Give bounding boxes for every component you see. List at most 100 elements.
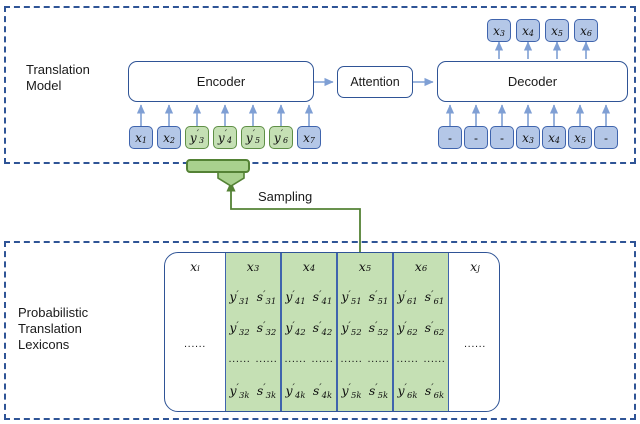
lexicon-score-cell: s′32	[256, 319, 277, 339]
token-base: y	[189, 130, 197, 145]
decoder-label: Decoder	[507, 74, 558, 89]
lexicon-target-cell: y′6k	[397, 382, 418, 401]
token-text: -	[448, 130, 452, 145]
lexicon-target-cell: y′3k	[229, 382, 250, 401]
lexicon-ellipsis-cell: ......	[184, 337, 206, 350]
lexicon-target-cell: y′52	[341, 319, 362, 339]
lexicon-target-cell: y′42	[285, 319, 306, 339]
encoder-input-token-4[interactable]: y′4	[213, 126, 237, 149]
decoder-input-token-2[interactable]: -	[464, 126, 488, 149]
header-subscript: 3	[253, 264, 260, 274]
header-subscript: i	[197, 264, 200, 274]
token-subscript: 7	[309, 136, 315, 145]
encoder-input-arrows	[136, 104, 314, 126]
lexicon-target-cell: y′32	[229, 319, 250, 339]
header-subscript: j	[477, 264, 480, 274]
token-base: x	[493, 23, 500, 38]
token-base: x	[522, 130, 529, 145]
sampling-label: Sampling	[258, 189, 313, 204]
encoder-box[interactable]: Encoder	[128, 61, 314, 102]
encoder-input-token-3[interactable]: y′3	[185, 126, 209, 149]
token-base: x	[548, 130, 555, 145]
decoder-output-arrows	[494, 41, 591, 59]
encoder-input-token-5[interactable]: y′5	[241, 126, 265, 149]
lexicon-score-cell: ......	[255, 353, 278, 366]
header-base: x	[470, 258, 478, 274]
lexicon-score-cell: ......	[367, 353, 390, 366]
header-base: x	[414, 258, 422, 274]
decoder-box[interactable]: Decoder	[437, 61, 628, 102]
attention-box[interactable]: Attention	[337, 66, 413, 98]
lexicon-score-cell: s′41	[312, 288, 333, 308]
token-subscript: 5	[557, 29, 563, 38]
token-base: x	[551, 23, 558, 38]
lexicon-row: ............	[394, 346, 448, 372]
encoder-input-token-6[interactable]: y′6	[269, 126, 293, 149]
header-base: x	[358, 258, 366, 274]
decoder-input-token-1[interactable]: -	[438, 126, 462, 149]
token-prime: ′	[196, 129, 199, 140]
decoder-input-token-3[interactable]: -	[490, 126, 514, 149]
lexicon-score-cell: ......	[311, 353, 334, 366]
lexicon-score-cell: s′4k	[312, 382, 333, 401]
lexicon-target-cell: ......	[284, 353, 307, 366]
token-prime: ′	[280, 129, 283, 140]
lexicon-score-cell: s′52	[368, 319, 389, 339]
lexicon-score-cell: s′6k	[424, 382, 445, 401]
header-subscript: 4	[309, 264, 316, 274]
token-subscript: 2	[169, 136, 175, 145]
token-subscript: 4	[226, 136, 233, 145]
lexicon-ellipsis-cell: ......	[464, 337, 486, 350]
attention-label: Attention	[350, 75, 400, 89]
token-text: -	[500, 130, 504, 145]
token-subscript: 6	[586, 29, 592, 38]
lexicon-target-cell: y′31	[229, 288, 250, 308]
token-base: x	[135, 130, 142, 145]
lexicon-column-body: ......	[449, 279, 501, 411]
token-subscript: 5	[254, 136, 261, 145]
decoder-input-arrows	[445, 104, 611, 126]
sampling-arrow	[217, 173, 361, 252]
token-base: x	[303, 130, 310, 145]
lexicons-panel	[4, 241, 636, 420]
token-subscript: 5	[580, 136, 586, 145]
token-subscript: 4	[554, 136, 560, 145]
lexicon-target-cell: y′41	[285, 288, 306, 308]
header-base: x	[302, 258, 310, 274]
token-text: -	[474, 130, 478, 145]
token-base: y	[217, 130, 225, 145]
lexicons-label: Probabilistic Translation Lexicons	[18, 305, 89, 352]
token-prime: ′	[252, 129, 255, 140]
token-subscript: 3	[499, 29, 505, 38]
lexicon-row: y′52 s′52	[338, 315, 392, 341]
token-base: y	[273, 130, 281, 145]
decoder-input-token-7[interactable]: -	[594, 126, 618, 149]
